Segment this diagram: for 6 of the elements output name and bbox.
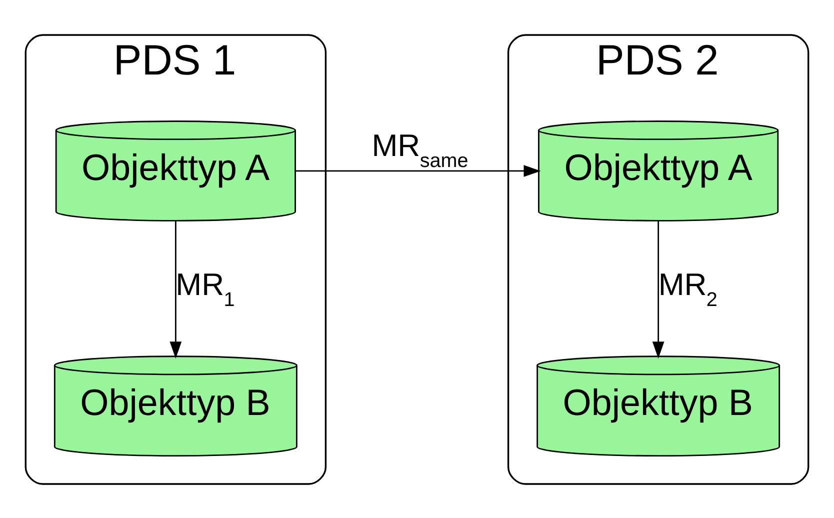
arrow	[652, 220, 664, 358]
edge-label: MR$_{same}$	[372, 128, 468, 172]
arrow	[170, 220, 182, 358]
edge-label: MR$_{2}$	[658, 266, 718, 311]
arrow	[296, 164, 541, 176]
edge-label: MR$_{1}$	[176, 266, 235, 311]
